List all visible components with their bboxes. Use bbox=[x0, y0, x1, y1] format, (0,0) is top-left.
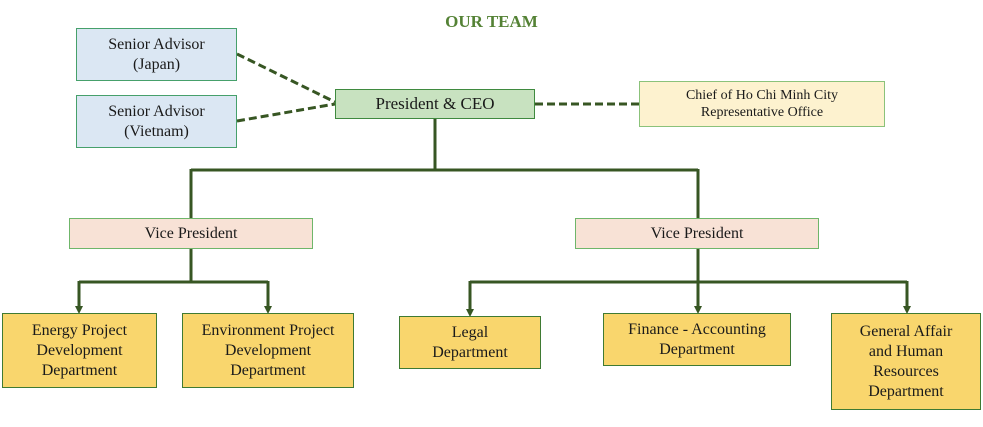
node-senior-advisor-japan: Senior Advisor (Japan) bbox=[76, 28, 237, 81]
node-label: Vice President bbox=[650, 224, 744, 242]
node-ga-hr-department: General Affair and Human Resources Depar… bbox=[831, 313, 981, 410]
node-energy-department: Energy Project Development Department bbox=[2, 313, 157, 388]
dash-line-advisor-vietnam bbox=[236, 102, 336, 123]
node-president-ceo: President & CEO bbox=[335, 89, 535, 119]
node-legal-department: Legal Department bbox=[399, 316, 541, 369]
node-label: Environment Project Development Departme… bbox=[201, 321, 335, 379]
chart-title: OUR TEAM bbox=[445, 12, 538, 31]
node-hcmc-representative: Chief of Ho Chi Minh City Representative… bbox=[639, 81, 885, 127]
node-label: Finance - Accounting Department bbox=[628, 320, 766, 358]
node-vice-president-right: Vice President bbox=[575, 218, 819, 249]
node-label: General Affair and Human Resources Depar… bbox=[859, 322, 953, 400]
node-senior-advisor-vietnam: Senior Advisor (Vietnam) bbox=[76, 95, 237, 148]
node-label: President & CEO bbox=[375, 94, 495, 114]
dash-line-advisor-japan bbox=[236, 52, 336, 104]
node-label: Vice President bbox=[144, 224, 238, 242]
node-finance-accounting-department: Finance - Accounting Department bbox=[603, 313, 791, 366]
node-label: Senior Advisor (Vietnam) bbox=[108, 102, 205, 140]
node-label: Legal Department bbox=[432, 323, 508, 361]
node-vice-president-left: Vice President bbox=[69, 218, 313, 249]
node-label: Energy Project Development Department bbox=[31, 321, 128, 379]
node-environment-department: Environment Project Development Departme… bbox=[182, 313, 354, 388]
node-label: Senior Advisor (Japan) bbox=[108, 35, 205, 73]
node-label: Chief of Ho Chi Minh City Representative… bbox=[685, 87, 839, 121]
